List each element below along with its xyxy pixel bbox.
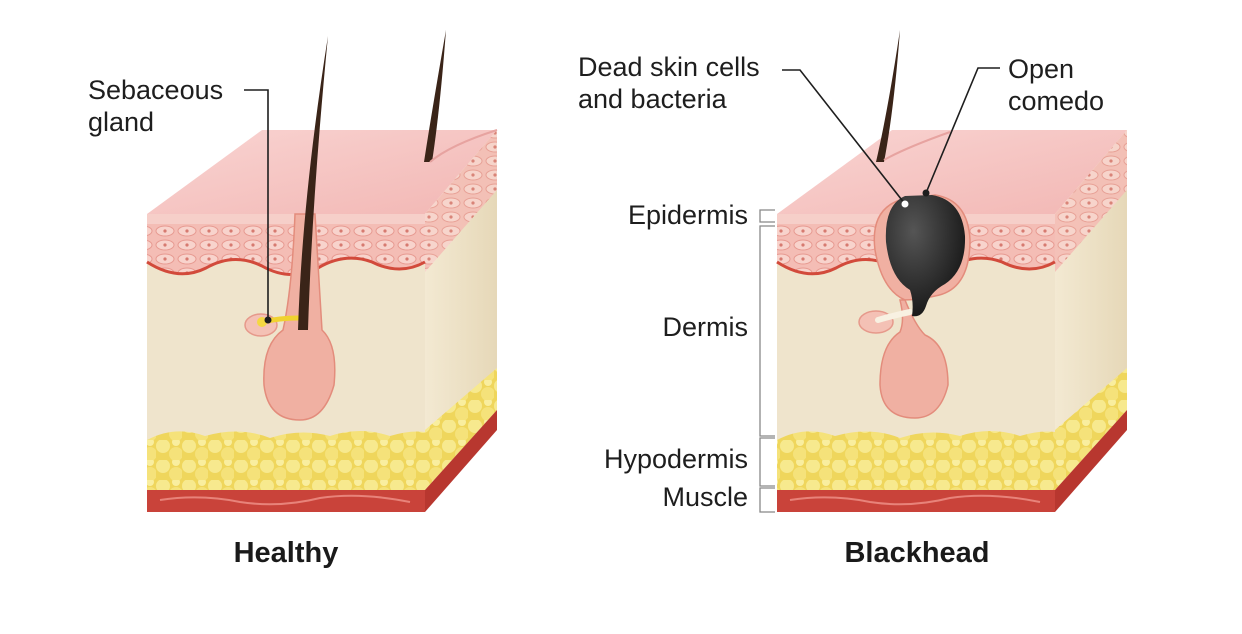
muscle-layer-b [777, 490, 1055, 512]
open-comedo-leader-dot [922, 189, 930, 197]
healthy-caption: Healthy [234, 537, 339, 569]
sebaceous-leader-dot [264, 316, 272, 324]
hypodermis-label: Hypodermis [604, 444, 748, 474]
epidermis-label: Epidermis [628, 200, 748, 230]
sebaceous-label-line1: Sebaceous [88, 75, 223, 105]
hair-shaft-b [876, 30, 900, 162]
muscle-layer [147, 490, 425, 512]
epidermis-border [146, 256, 426, 276]
blackhead-skin-block [776, 30, 1127, 512]
blackhead-caption: Blackhead [844, 537, 989, 569]
hair-shaft [298, 36, 328, 330]
side-muscle-b [1055, 410, 1127, 512]
side-epidermis-b [1055, 130, 1127, 272]
hair-shaft-2 [424, 30, 446, 162]
side-muscle [425, 410, 497, 512]
healthy-skin-block [146, 30, 498, 512]
blackhead-plug [885, 195, 966, 317]
side-fat [425, 368, 497, 490]
skin-surface-b [777, 130, 1127, 214]
side-epidermis [425, 130, 497, 272]
open-comedo-label-line2: comedo [1008, 86, 1104, 116]
sebaceous-label-line2: gland [88, 107, 154, 137]
dead-cells-label-line1: Dead skin cells [578, 52, 760, 82]
side-fat-b [1055, 368, 1127, 490]
dead-cells-leader-dot [901, 200, 909, 208]
dead-cells-leader-line [782, 69, 906, 205]
muscle-label: Muscle [662, 482, 748, 512]
front-top-epidermis [147, 214, 425, 224]
skin-surface [147, 130, 497, 214]
dead-cells-label-line2: and bacteria [578, 84, 728, 114]
open-comedo-label-line1: Open [1008, 54, 1074, 84]
fat-layer-b [777, 431, 1055, 490]
layer-bracket [759, 209, 775, 513]
dermis-label: Dermis [663, 312, 749, 342]
sebaceous-leader-line [244, 89, 269, 320]
open-comedo-leader-line [925, 67, 1000, 194]
fat-layer [147, 431, 425, 490]
